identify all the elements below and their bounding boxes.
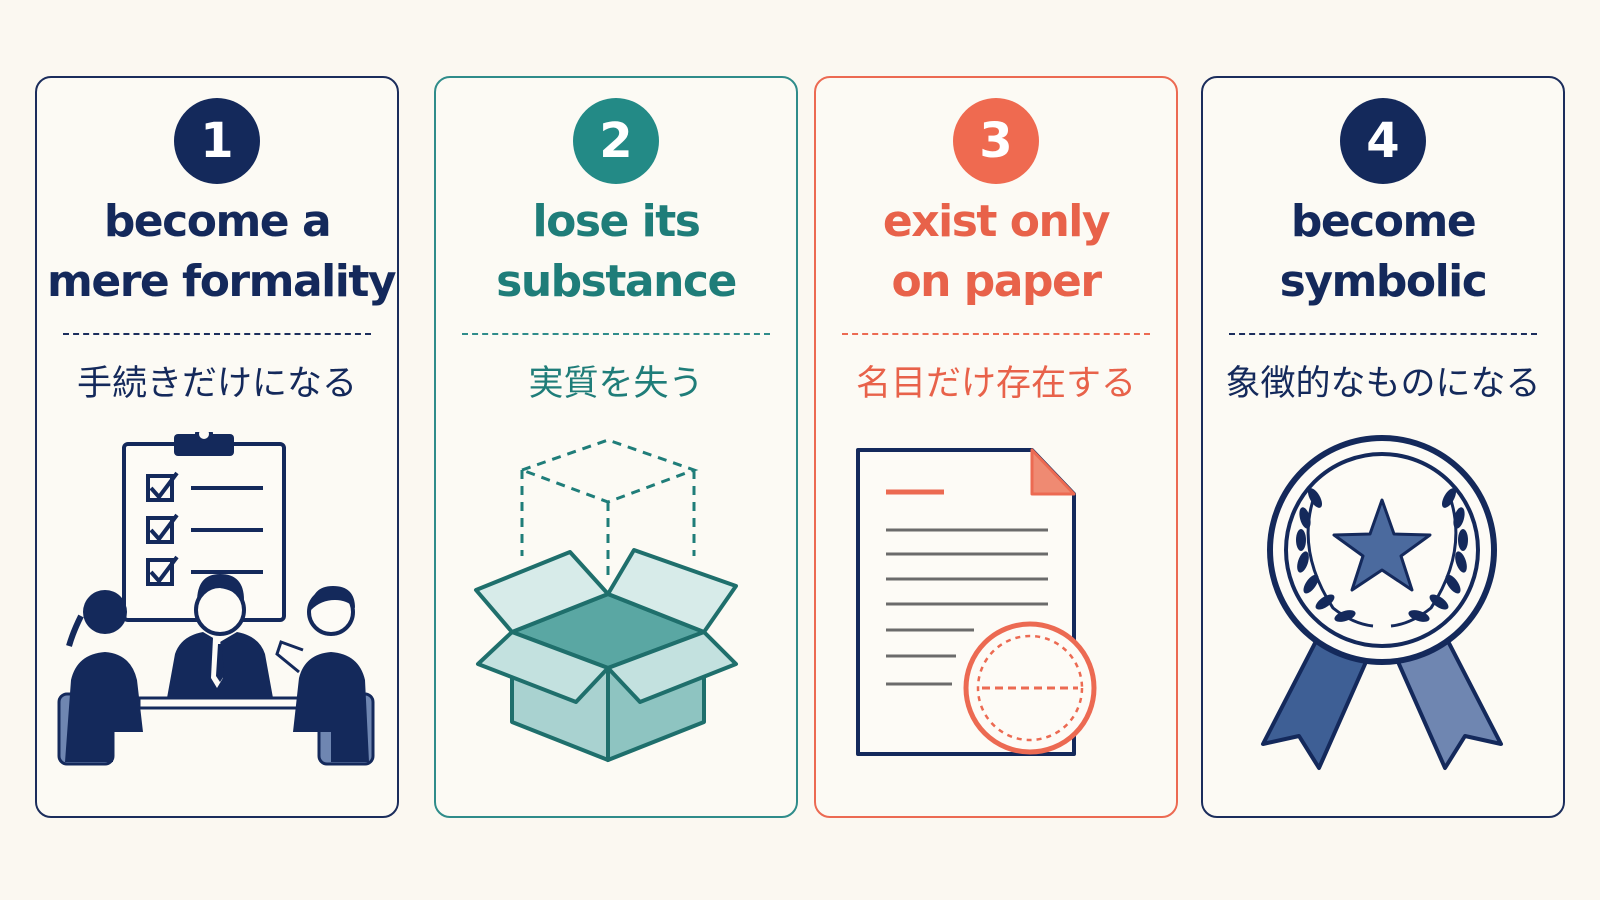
card-title-line-1: become a bbox=[103, 196, 332, 247]
japanese-translation: 象徴的なものになる bbox=[1225, 364, 1541, 404]
card-exist-on-paper: 3 exist only on paper 名目だけ存在する bbox=[814, 76, 1178, 818]
number-badge: 1 bbox=[174, 98, 260, 184]
card-title: become symbolic bbox=[1213, 192, 1553, 312]
clipboard-meeting-icon bbox=[57, 432, 375, 766]
japanese-translation: 実質を失う bbox=[528, 364, 704, 404]
card-title-line-1: lose its bbox=[532, 196, 701, 247]
document-stamp-icon bbox=[856, 448, 1097, 756]
card-title: lose its substance bbox=[446, 192, 786, 312]
card-title: exist only on paper bbox=[826, 192, 1166, 312]
dashed-divider bbox=[63, 333, 371, 335]
card-title: become a mere formality bbox=[47, 192, 397, 312]
empty-box-icon bbox=[474, 438, 738, 762]
dashed-divider bbox=[462, 333, 770, 335]
card-title-line-2: mere formality bbox=[47, 256, 397, 307]
card-title-line-2: symbolic bbox=[1279, 256, 1488, 307]
number-badge: 2 bbox=[573, 98, 659, 184]
number-badge: 3 bbox=[953, 98, 1039, 184]
card-title-line-2: on paper bbox=[891, 256, 1102, 307]
card-become-symbolic: 4 become symbolic 象徴的なものになる bbox=[1201, 76, 1565, 818]
card-title-line-2: substance bbox=[496, 256, 737, 307]
dashed-divider bbox=[842, 333, 1150, 335]
card-lose-substance: 2 lose its substance 実質を失う bbox=[434, 76, 798, 818]
japanese-translation: 名目だけ存在する bbox=[855, 364, 1136, 404]
card-title-line-1: exist only bbox=[882, 196, 1111, 247]
card-mere-formality: 1 become a mere formality 手続きだけになる bbox=[35, 76, 399, 818]
dashed-divider bbox=[1229, 333, 1537, 335]
card-title-line-1: become bbox=[1290, 196, 1477, 247]
award-ribbon-icon bbox=[1261, 435, 1503, 770]
japanese-translation: 手続きだけになる bbox=[76, 364, 357, 404]
number-badge: 4 bbox=[1340, 98, 1426, 184]
